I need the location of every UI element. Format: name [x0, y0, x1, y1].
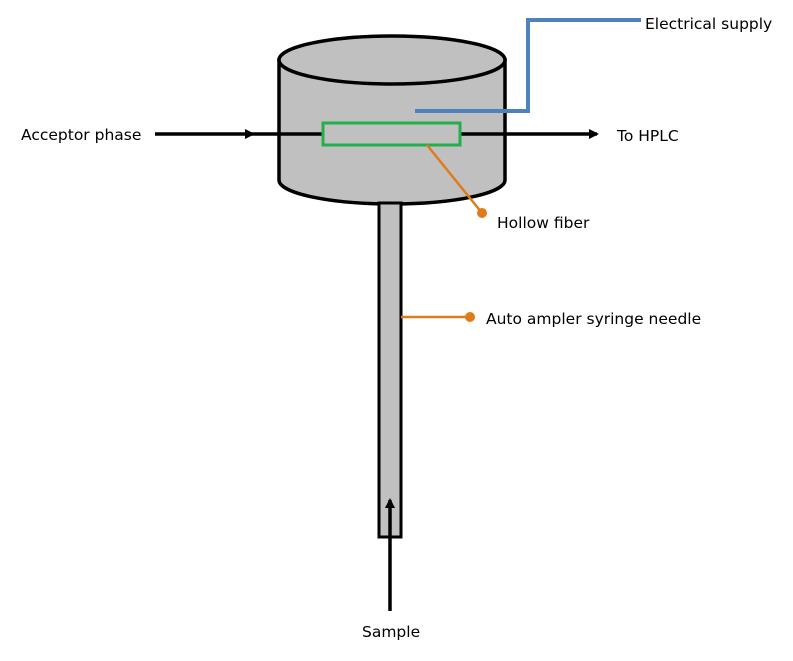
electrical-supply-label: Electrical supply	[645, 15, 772, 33]
syringe-needle-label: Auto ampler syringe needle	[486, 310, 701, 328]
acceptor-phase-label: Acceptor phase	[21, 126, 141, 144]
electrical-supply-line	[415, 18, 641, 113]
hollow-fiber	[321, 121, 462, 147]
hollow-fiber-callout-dot	[477, 208, 487, 218]
cylinder-top	[277, 34, 507, 86]
hollow-fiber-callout-line	[426, 144, 483, 214]
sample-label: Sample	[362, 623, 420, 641]
chamber-cylinder	[277, 34, 507, 206]
hollow-fiber-label: Hollow fiber	[497, 214, 590, 232]
syringe-needle-callout-dot	[465, 312, 475, 322]
syringe-needle	[377, 201, 403, 539]
to-hplc-label: To HPLC	[616, 127, 679, 145]
